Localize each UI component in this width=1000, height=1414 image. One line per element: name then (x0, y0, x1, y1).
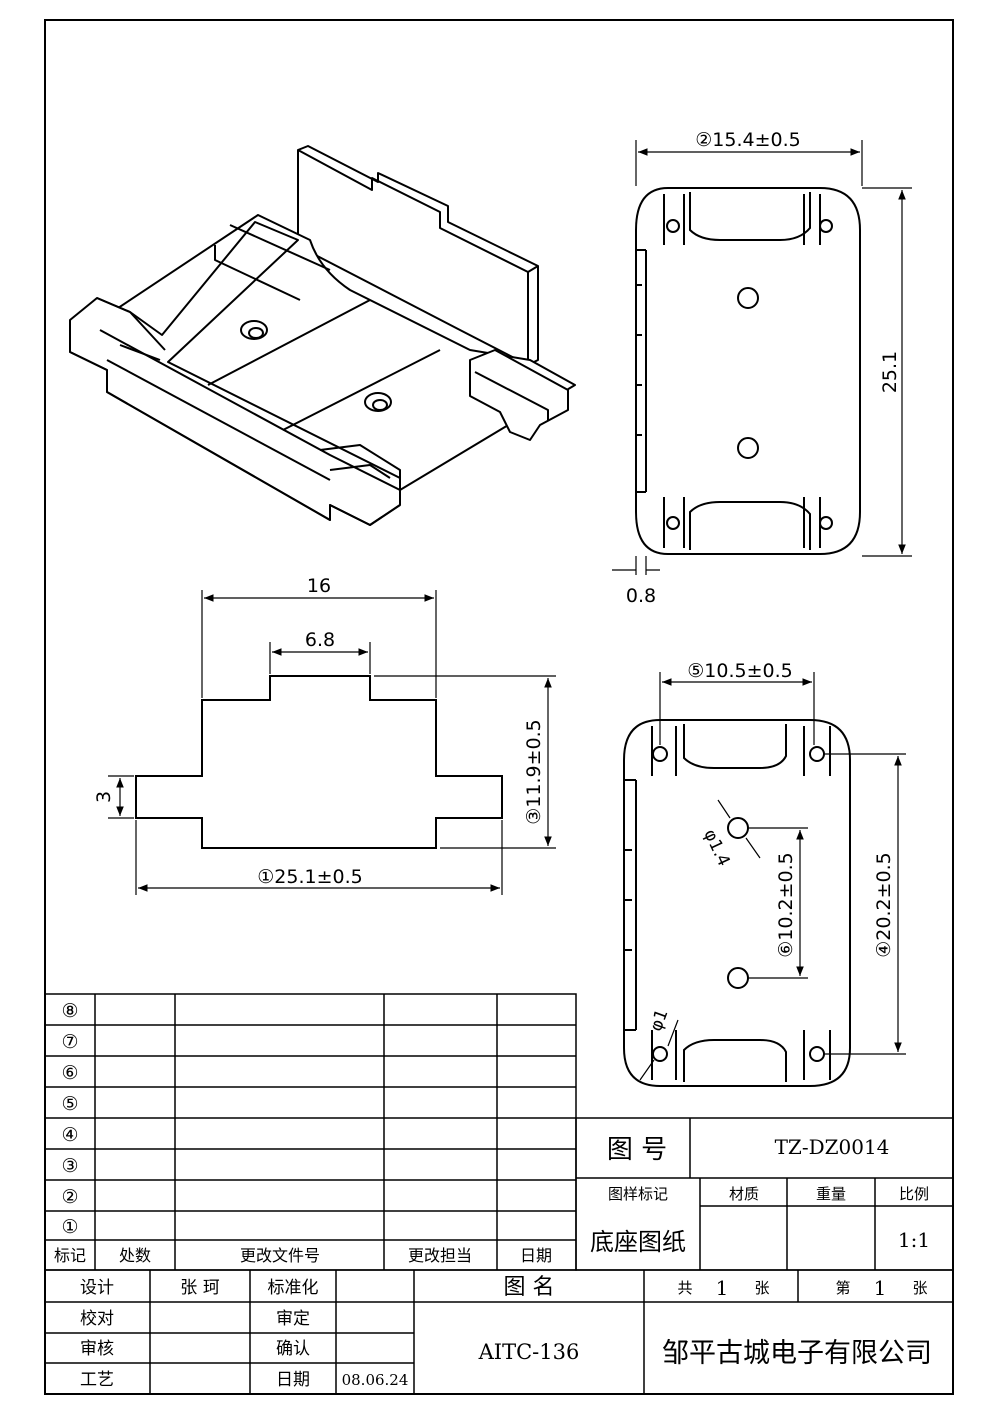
process-label: 工艺 (80, 1370, 114, 1390)
review-label: 审核 (80, 1339, 114, 1359)
revision-row-3: ③ (61, 1155, 78, 1177)
dim-front-width: ①25.1±0.5 (257, 866, 362, 888)
dim-top-width: ②15.4±0.5 (695, 129, 800, 151)
designer-name: 张 珂 (180, 1278, 219, 1298)
dim-bottom-pitch: ④20.2±0.5 (873, 852, 895, 957)
sheet-unit: 张 (912, 1279, 927, 1297)
total-unit: 张 (754, 1279, 769, 1297)
revision-row-5: ⑤ (61, 1093, 78, 1115)
front-view (108, 590, 556, 895)
weight-label: 重量 (816, 1185, 846, 1203)
dim-top-wall: 0.8 (626, 585, 656, 607)
revision-header-date: 日期 (520, 1246, 552, 1265)
dim-bottom-pin: φ1 (646, 1007, 672, 1035)
revision-row-2: ② (61, 1186, 78, 1208)
revision-row-8: ⑧ (61, 1000, 78, 1022)
scale-value: 1:1 (898, 1228, 930, 1252)
drawing-no-label: 图 号 (607, 1135, 667, 1165)
part-name: AITC-136 (478, 1340, 580, 1364)
isometric-view (69, 145, 576, 526)
material-label: 材质 (729, 1185, 759, 1203)
sheet-label: 第 (835, 1279, 850, 1297)
total-label: 共 (677, 1279, 692, 1297)
dim-bottom-span: ⑤10.5±0.5 (687, 660, 792, 682)
revision-table (44, 993, 577, 1271)
sample-mark-label: 图样标记 (608, 1185, 668, 1203)
bottom-view (623, 672, 906, 1087)
drawing-name-label: 图 名 (504, 1275, 555, 1300)
revision-row-7: ⑦ (61, 1031, 78, 1053)
revision-header-owner: 更改担当 (408, 1246, 472, 1265)
revision-row-4: ④ (61, 1124, 78, 1146)
revision-header-file: 更改文件号 (240, 1246, 320, 1265)
standard-label: 标准化 (268, 1278, 319, 1298)
revision-row-6: ⑥ (61, 1062, 78, 1084)
dim-front-top: 16 (307, 575, 331, 597)
top-view (612, 140, 912, 575)
date-label: 日期 (276, 1370, 310, 1390)
revision-header-mark: 标记 (54, 1246, 86, 1265)
check-label: 校对 (80, 1309, 114, 1329)
dim-top-height: 25.1 (879, 351, 901, 393)
company-name: 邹平古城电子有限公司 (662, 1338, 932, 1369)
drawing-type: 底座图纸 (590, 1228, 686, 1256)
total-value: 1 (716, 1276, 729, 1300)
drawing-no: TZ-DZ0014 (775, 1135, 890, 1159)
dim-bottom-spacing: ⑥10.2±0.5 (775, 852, 797, 957)
dim-front-side: 3 (93, 791, 115, 803)
scale-label: 比例 (899, 1185, 929, 1203)
confirm-label: 确认 (276, 1339, 310, 1359)
approve-label: 审定 (276, 1309, 310, 1329)
revision-header-count: 处数 (119, 1246, 151, 1265)
dim-front-step: 6.8 (305, 629, 335, 651)
sheet-value: 1 (874, 1276, 887, 1300)
design-label: 设计 (80, 1278, 114, 1298)
date-value: 08.06.24 (342, 1371, 409, 1389)
dim-front-height: ③11.9±0.5 (523, 719, 545, 824)
revision-row-1: ① (61, 1216, 78, 1238)
title-block (44, 1117, 954, 1395)
